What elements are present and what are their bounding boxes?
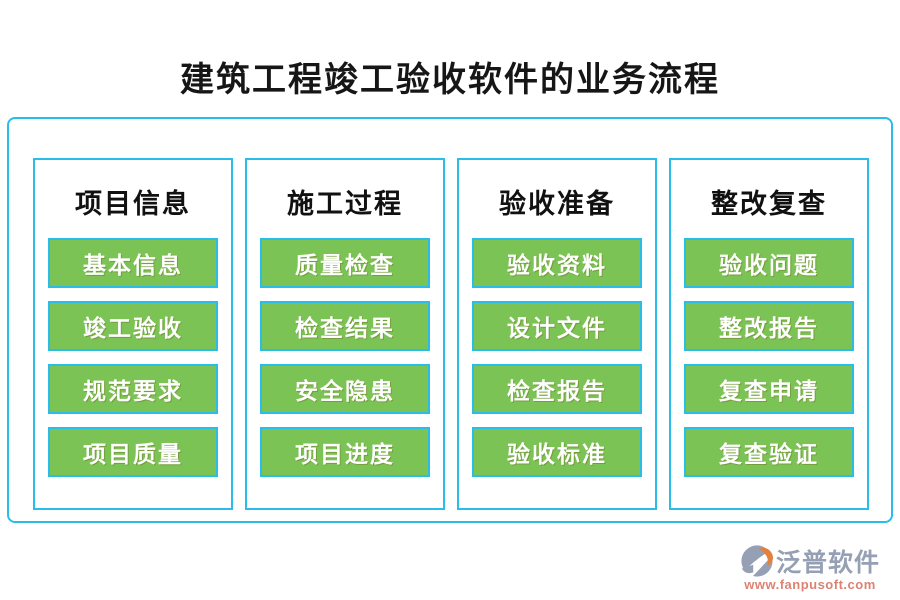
page-title: 建筑工程竣工验收软件的业务流程	[180, 62, 720, 99]
flow-container: 项目信息 基本信息 竣工验收 规范要求 项目质量 施工过程 质量检查 检查结果 …	[7, 117, 893, 523]
brand-footer: 泛普软件 www.fanpusoft.com	[730, 543, 890, 592]
flow-item-completion-acceptance[interactable]: 竣工验收	[48, 301, 218, 352]
column-rectification-review: 整改复查 验收问题 整改报告 复查申请 复查验证	[669, 158, 869, 510]
flow-item-project-progress[interactable]: 项目进度	[260, 427, 430, 478]
flow-item-acceptance-standard[interactable]: 验收标准	[472, 427, 642, 478]
brand-url-link[interactable]: www.fanpusoft.com	[744, 577, 876, 592]
flow-item-acceptance-materials[interactable]: 验收资料	[472, 238, 642, 289]
flow-item-check-result[interactable]: 检查结果	[260, 301, 430, 352]
fanpu-logo-icon	[739, 544, 776, 580]
flow-item-acceptance-issues[interactable]: 验收问题	[684, 238, 854, 289]
flow-item-basic-info[interactable]: 基本信息	[48, 238, 218, 289]
column-construction-process: 施工过程 质量检查 检查结果 安全隐患 项目进度	[245, 158, 445, 510]
flow-item-project-quality[interactable]: 项目质量	[48, 427, 218, 478]
column-header: 项目信息	[75, 189, 191, 219]
column-acceptance-preparation: 验收准备 验收资料 设计文件 检查报告 验收标准	[457, 158, 657, 510]
brand-row: 泛普软件	[730, 543, 890, 580]
flow-item-rectification-report[interactable]: 整改报告	[684, 301, 854, 352]
column-header: 整改复查	[711, 189, 827, 219]
column-header: 施工过程	[287, 189, 403, 219]
flow-item-spec-requirements[interactable]: 规范要求	[48, 364, 218, 415]
column-project-info: 项目信息 基本信息 竣工验收 规范要求 项目质量	[33, 158, 233, 510]
brand-name: 泛普软件	[775, 550, 880, 577]
column-header: 验收准备	[499, 189, 615, 219]
flow-item-safety-hazard[interactable]: 安全隐患	[260, 364, 430, 415]
flow-item-quality-check[interactable]: 质量检查	[260, 238, 430, 289]
flow-item-inspection-report[interactable]: 检查报告	[472, 364, 642, 415]
flow-item-review-verification[interactable]: 复查验证	[684, 427, 854, 478]
flow-item-review-application[interactable]: 复查申请	[684, 364, 854, 415]
flow-item-design-documents[interactable]: 设计文件	[472, 301, 642, 352]
